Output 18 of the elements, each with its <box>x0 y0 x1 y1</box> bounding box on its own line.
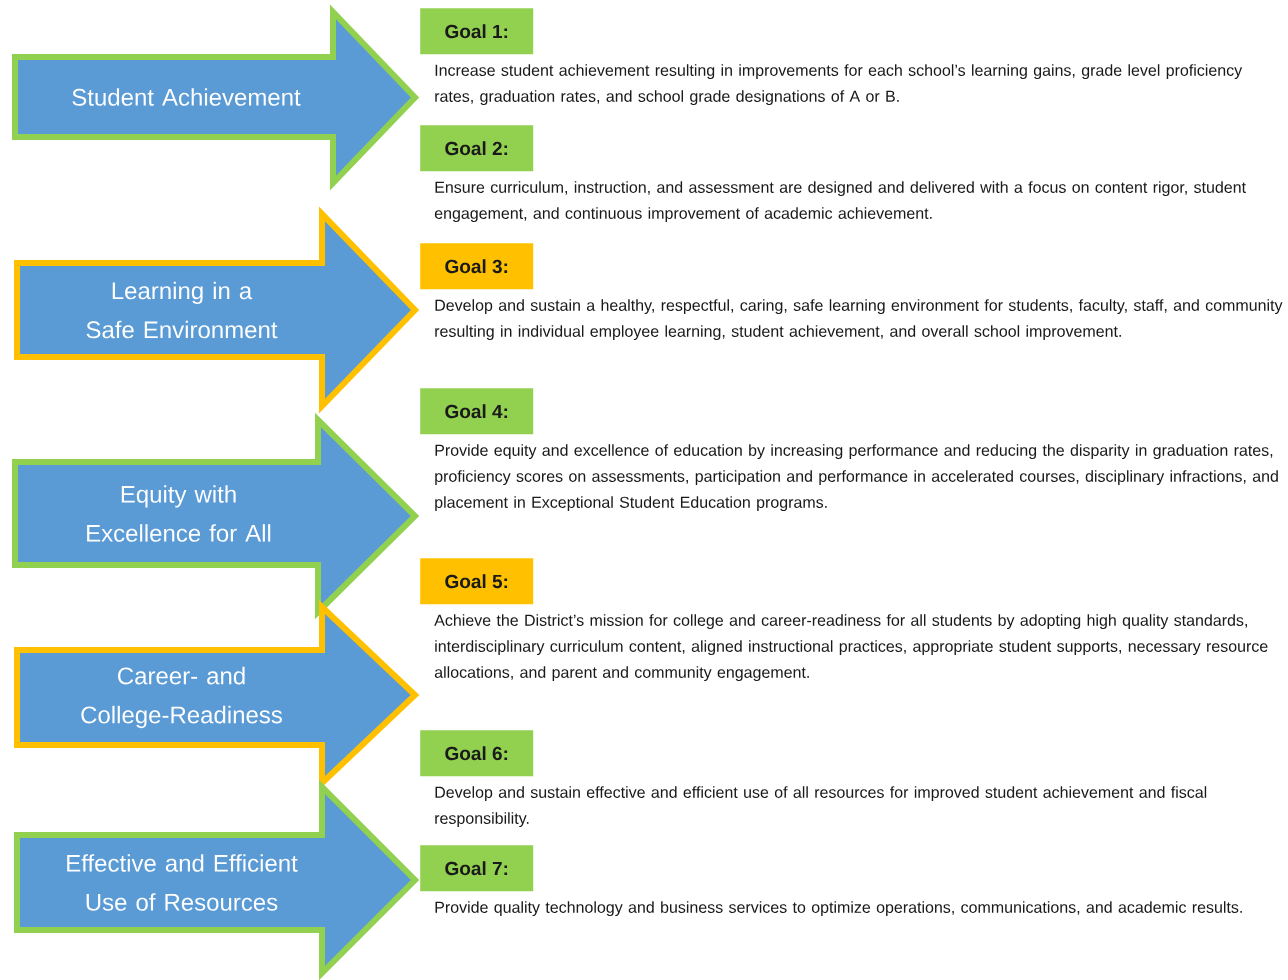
goal-tag: Goal 5: <box>420 558 534 605</box>
goal-tag: Goal 1: <box>420 8 534 55</box>
goal-description: Ensure curriculum, instruction, and assessment are designed and delivered with a focus on content rigor, student engagement, and continuous improvement of academic achievement. <box>434 181 1246 223</box>
goal-description: Develop and sustain a healthy, respectful, caring, safe learning environment for students, faculty, staff, and community resulting in individual employee learning, student achievement, and overall school improvement. <box>435 299 1283 341</box>
goal-tag: Goal 3: <box>420 243 534 290</box>
arrow-banner: Effective and Efficient Use of Resources <box>14 779 420 980</box>
goal-description: Provide quality technology and business services to optimize operations, communications, and academic results. <box>435 901 1242 917</box>
goal-tag: Goal 6: <box>420 730 534 777</box>
goal-tag: Goal 4: <box>420 388 534 435</box>
goal-description: Develop and sustain effective and efficient use of all resources for improved student achievement and fiscal responsibility. <box>435 786 1207 828</box>
arrow-banner: Student Achievement <box>12 4 420 191</box>
arrow-banner: Learning in a Safe Environment <box>14 206 420 414</box>
goal-description: Achieve the District’s mission for college and career-readiness for all students by adopting high quality standards, interdisciplinary curriculum content, aligned instructional practices, appropriate student supports, necessary resource allocations, and parent and community engagement. <box>434 614 1268 682</box>
goal-tag: Goal 2: <box>420 125 534 172</box>
goal-tag: Goal 7: <box>420 845 534 892</box>
goal-description: Provide equity and excellence of education by increasing performance and reducing the disparity in graduation rates, proficiency scores on assessments, participation and performance in accelerated courses, disciplinary infractions, and placement in Exceptional Student Education programs. <box>435 444 1278 512</box>
arrow-banner: Equity with Excellence for All <box>12 412 420 620</box>
goal-description: Increase student achievement resulting in improvements for each school’s learning gains, grade level proficiency rates, graduation rates, and school grade designations of A or B. <box>435 64 1243 106</box>
